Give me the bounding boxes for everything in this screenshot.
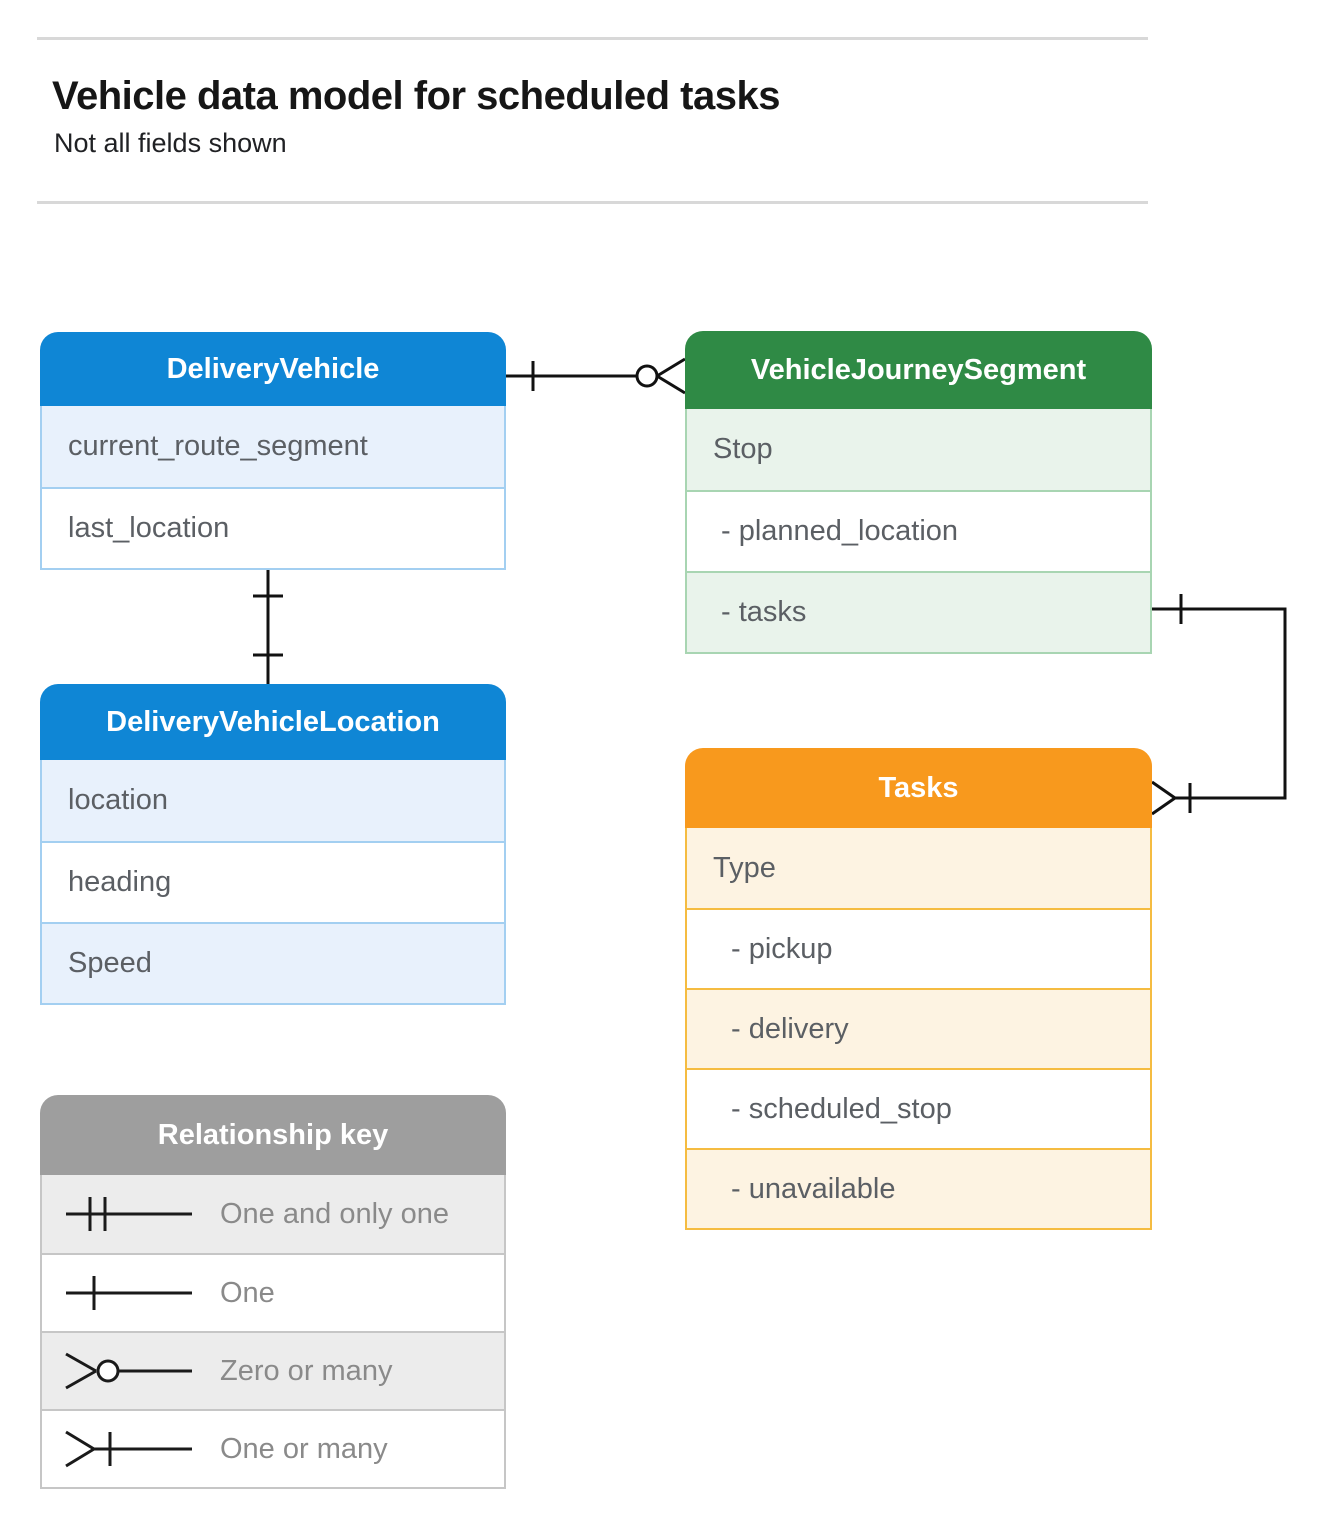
entity-tasks-title: Tasks [685,748,1152,828]
field-row-stop: Stop [687,409,1150,490]
header-divider [37,201,1148,204]
one-or-many-icon [65,1430,192,1468]
field-row-tasks: - tasks [687,571,1150,652]
zero-or-many-icon [65,1352,192,1390]
field-row-heading: heading [42,841,504,922]
one-icon [66,1276,192,1310]
connector-vehiclejourneysegment-tasks-to-tasks [1151,594,1287,816]
entity-delivery-vehicle-location-title: DeliveryVehicleLocation [40,684,506,760]
entity-delivery-vehicle-title: DeliveryVehicle [40,332,506,406]
entity-vehicle-journey-segment: VehicleJourneySegment Stop - planned_loc… [685,331,1152,654]
field-row-current-route-segment: current_route_segment [42,406,504,487]
entity-delivery-vehicle-location: DeliveryVehicleLocation location heading… [40,684,506,1005]
key-row-one-or-many: One or many [42,1409,504,1487]
one-and-only-one-icon [66,1197,192,1231]
field-row-pickup: - pickup [687,908,1150,988]
entity-vehicle-journey-segment-body: Stop - planned_location - tasks [685,409,1152,654]
entity-tasks-body: Type - pickup - delivery - scheduled_sto… [685,828,1152,1230]
page-title: Vehicle data model for scheduled tasks [52,74,780,118]
field-row-delivery: - delivery [687,988,1150,1068]
connector-deliveryvehicle-to-deliveryvehiclelocation [253,568,283,684]
field-row-planned-location: - planned_location [687,490,1150,571]
entity-delivery-vehicle-location-body: location heading Speed [40,760,506,1005]
field-row-speed: Speed [42,922,504,1003]
relationship-key-body: One and only one One Zero or many [40,1175,506,1489]
top-divider [37,37,1148,40]
entity-tasks: Tasks Type - pickup - delivery - schedul… [685,748,1152,1230]
key-label: One and only one [220,1197,449,1230]
page-subtitle: Not all fields shown [54,128,287,158]
key-row-one-and-only-one: One and only one [42,1175,504,1253]
key-label: Zero or many [220,1354,393,1387]
field-row-unavailable: - unavailable [687,1148,1150,1228]
entity-delivery-vehicle-body: current_route_segment last_location [40,406,506,570]
relationship-key-title: Relationship key [40,1095,506,1175]
entity-delivery-vehicle: DeliveryVehicle current_route_segment la… [40,332,506,570]
field-row-scheduled-stop: - scheduled_stop [687,1068,1150,1148]
field-row-location: location [42,760,504,841]
key-row-one: One [42,1253,504,1331]
field-row-type: Type [687,828,1150,908]
field-row-last-location: last_location [42,487,504,568]
key-label: One or many [220,1432,388,1465]
entity-vehicle-journey-segment-title: VehicleJourneySegment [685,331,1152,409]
connector-deliveryvehicle-to-vehiclejourneysegment [506,357,686,395]
key-label: One [220,1276,275,1309]
relationship-key: Relationship key One and only one One [40,1095,506,1489]
key-row-zero-or-many: Zero or many [42,1331,504,1409]
